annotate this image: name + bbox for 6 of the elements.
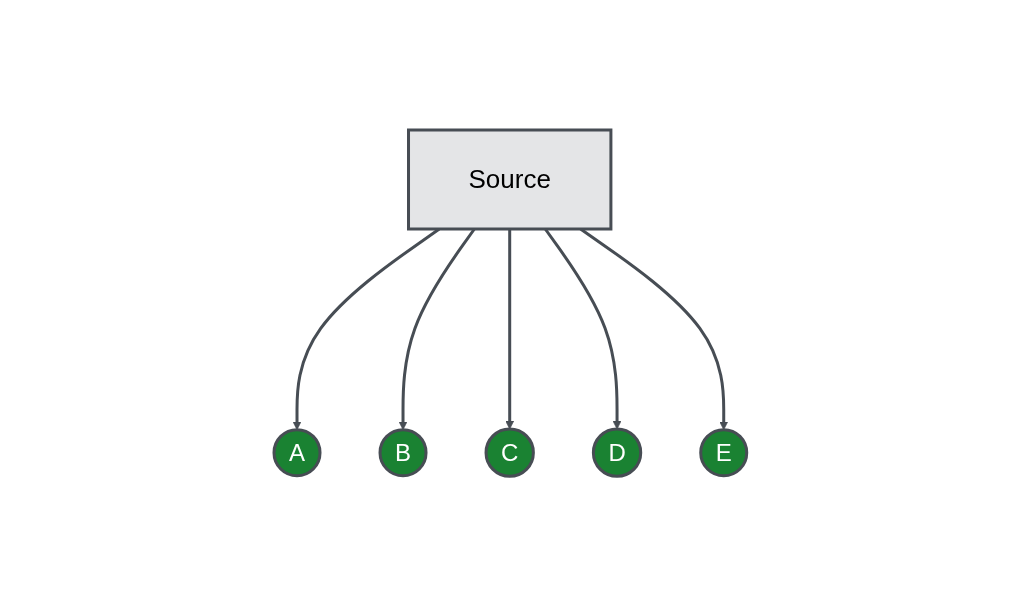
- node-circle: D: [591, 427, 642, 478]
- node-circle: B: [378, 428, 428, 477]
- node-box: Source: [406, 128, 612, 231]
- node-circle: C: [484, 427, 535, 478]
- node-circle: E: [698, 428, 748, 477]
- node-circle: A: [272, 428, 322, 477]
